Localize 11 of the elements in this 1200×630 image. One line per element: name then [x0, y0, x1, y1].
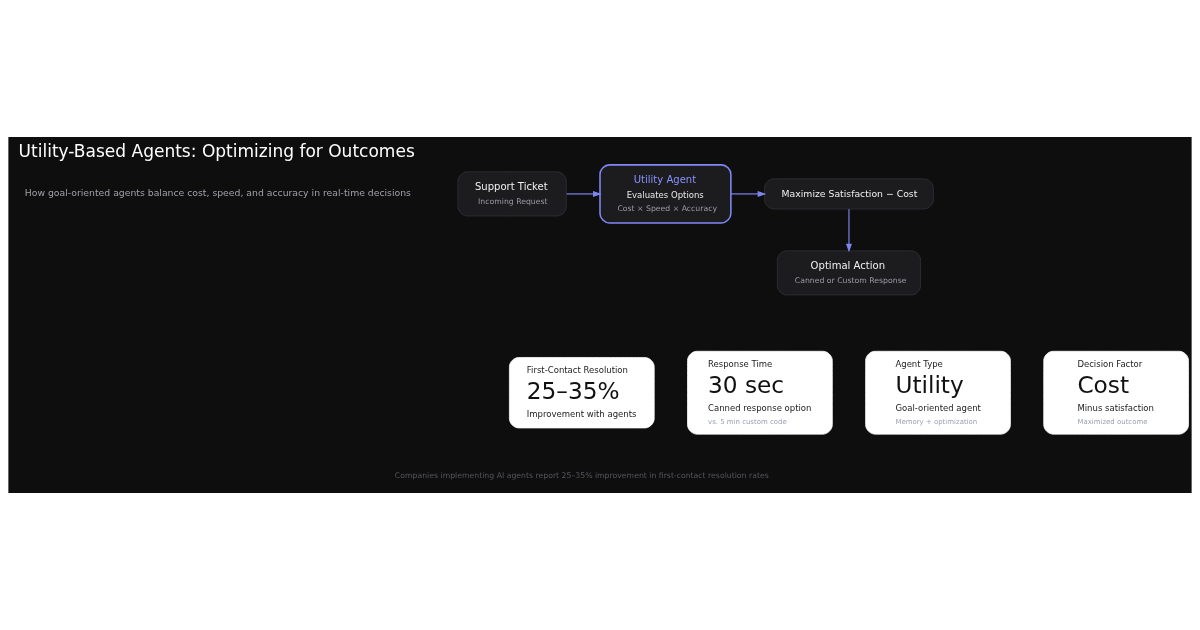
- arrow: [730, 190, 767, 197]
- node-box: First-Contact Resolution 25–35% Improvement with agents: [509, 357, 655, 429]
- node-box: Support Ticket Incoming Request: [457, 171, 567, 217]
- arrow: [566, 190, 602, 197]
- diagram-title: Utility-Based Agents: Optimizing for Outcomes: [18, 140, 415, 161]
- node-box: Utility Agent Evaluates Options Cost × Speed × Accuracy: [599, 164, 732, 224]
- node-box: Maximize Satisfaction − Cost: [764, 178, 934, 210]
- label: Companies implementing AI agents report 25–35% improvement in first-contact resolution rates: [394, 470, 769, 480]
- label: How goal-oriented agents balance cost, speed, and accuracy in real-time decisions: [24, 187, 411, 199]
- node-box: Optimal Action Canned or Custom Response: [776, 250, 921, 296]
- arrow: [846, 208, 852, 253]
